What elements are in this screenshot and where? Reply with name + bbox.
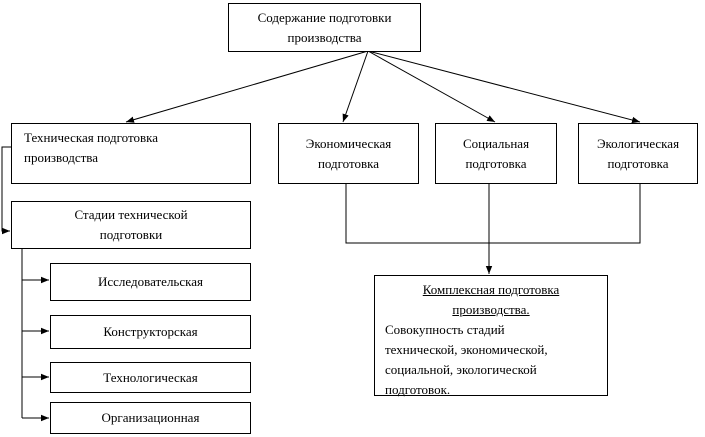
technical-box: Техническая подготовка производства (11, 123, 251, 184)
technical-line2: производства (24, 150, 99, 165)
complex-desc-line: Совокупность стадий (385, 322, 505, 337)
technical-line1: Техническая подготовка (24, 130, 159, 145)
complex-box: Комплексная подготовка производства. Сов… (374, 275, 608, 397)
stages-line1: Стадии технической (74, 207, 188, 222)
stage-item: Конструкторская (50, 315, 251, 349)
complex-desc-line: подготовок. (385, 382, 451, 397)
ecological-line2: подготовка (607, 155, 669, 171)
arrow-to-economic (342, 50, 369, 123)
complex-title1: Комплексная подготовка (422, 282, 560, 297)
merge-line (345, 183, 641, 244)
stage-item: Технологическая (50, 362, 251, 393)
social-box: Социальная подготовка (435, 123, 557, 184)
stage-label: Конструкторская (103, 324, 198, 339)
ecological-box: Экологическая подготовка (578, 123, 698, 184)
stages-box: Стадии технической подготовки (11, 201, 251, 249)
arrow-to-ecological (367, 50, 641, 124)
stages-line2: подготовки (99, 227, 163, 242)
stage-item: Организационная (50, 402, 251, 434)
stage-label: Исследовательская (97, 274, 204, 289)
complex-title2: производства. (452, 302, 530, 317)
arrow-to-social (367, 50, 496, 123)
stage-label: Организационная (101, 410, 200, 425)
complex-desc-line: технической, экономической, (385, 342, 548, 357)
stage-item: Исследовательская (50, 263, 251, 301)
economic-line2: подготовка (317, 155, 380, 171)
arrow-to-technical (125, 50, 369, 123)
ecological-line1: Экологическая (596, 135, 680, 151)
complex-desc-line: социальной, экологической (385, 362, 537, 377)
root-box: Содержание подготовки производства (228, 3, 421, 52)
economic-box: Экономическая подготовка (278, 123, 419, 184)
social-line2: подготовка (465, 155, 527, 171)
root-line2: производства (287, 29, 362, 45)
economic-line1: Экономическая (305, 135, 392, 151)
arrow-to-stages (1, 146, 11, 235)
social-line1: Социальная (462, 135, 530, 151)
stage-label: Технологическая (103, 369, 198, 385)
root-line1: Содержание подготовки (257, 9, 392, 25)
